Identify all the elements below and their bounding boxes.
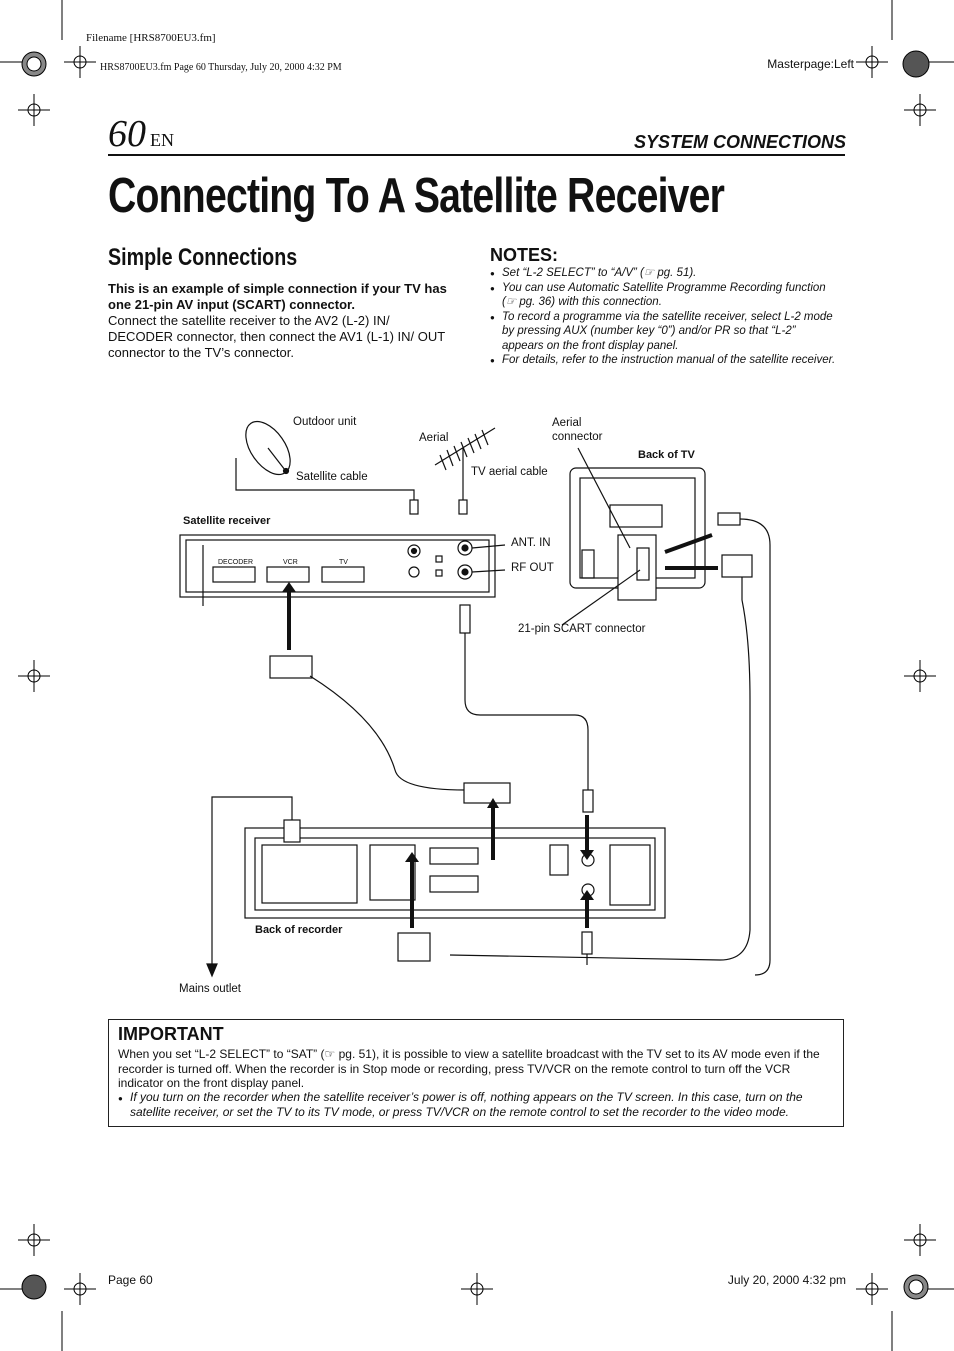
simple-connections-heading: Simple Connections [108,244,298,271]
note-item: Set “L-2 SELECT” to “A/V” (☞ pg. 51). [490,266,840,281]
masterpage-text: Masterpage:Left [767,57,854,71]
simple-connections-bold: This is an example of simple connection … [108,281,447,312]
page-number-value: 60 [108,113,146,155]
satellite-receiver-label: Satellite receiver [183,515,271,527]
note-item: For details, refer to the instruction ma… [490,353,840,368]
satellite-receiver-box [179,534,506,606]
language-code: EN [150,130,174,150]
satellite-cable-label: Satellite cable [296,471,368,483]
aerial-antenna-icon [434,427,496,500]
note-item: You can use Automatic Satellite Programm… [490,281,840,310]
section-title: SYSTEM CONNECTIONS [633,132,846,152]
satellite-dish-icon [235,420,415,500]
sat-vcr-port-label: VCR [283,559,298,566]
important-heading: IMPORTANT [118,1024,224,1044]
rf-out-label: RF OUT [511,562,554,574]
aerial-label: Aerial [419,432,449,444]
important-paragraph: When you set “L-2 SELECT” to “SAT” (☞ pg… [118,1047,820,1090]
ant-in-label: ANT. IN [511,537,551,549]
file-info-text: HRS8700EU3.fm Page 60 Thursday, July 20,… [100,62,342,73]
back-of-tv-label: Back of TV [638,449,695,461]
back-of-recorder-label: Back of recorder [255,924,343,936]
mains-outlet-label: Mains outlet [179,983,242,995]
important-box [108,1019,844,1127]
header-rule [108,154,845,156]
scart-connector-label: 21-pin SCART connector [518,623,646,635]
important-bullet: If you turn on the recorder when the sat… [118,1090,836,1119]
sat-decoder-port-label: DECODER [218,559,253,566]
simple-connections-text: This is an example of simple connection … [108,281,458,361]
outdoor-unit-label: Outdoor unit [293,416,357,428]
simple-connections-body: Connect the satellite receiver to the AV… [108,313,445,360]
recorder-back-shape [244,819,666,919]
filename-text: Filename [HRS8700EU3.fm] [86,32,216,44]
notes-list: Set “L-2 SELECT” to “A/V” (☞ pg. 51). Yo… [490,266,840,368]
tv-aerial-cable-label: TV aerial cable [471,466,548,478]
aerial-connector-label: Aerial connector [552,417,603,443]
page-title: Connecting To A Satellite Receiver [108,169,725,223]
notes-heading: NOTES: [490,245,559,265]
tv-back-shape [561,447,706,626]
footer-date: July 20, 2000 4:32 pm [727,1273,846,1287]
footer-page: Page 60 [108,1273,153,1287]
sat-tv-port-label: TV [339,559,348,566]
note-item: To record a programme via the satellite … [490,310,840,354]
